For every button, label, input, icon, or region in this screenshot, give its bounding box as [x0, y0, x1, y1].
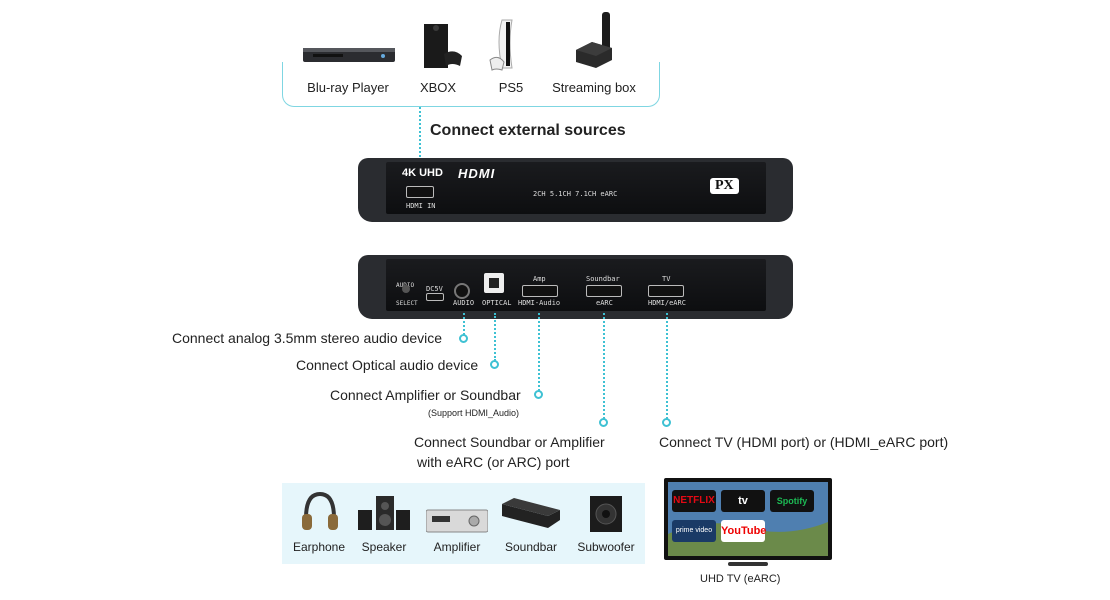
earphone-icon — [300, 490, 340, 534]
analog-connector-line — [463, 313, 465, 335]
source-label-bluray: Blu-ray Player — [307, 80, 389, 95]
amp-dot — [534, 390, 543, 399]
optical-callout: Connect Optical audio device — [296, 357, 479, 373]
earc-callout-line2: with eARC (or ARC) port — [417, 454, 570, 470]
optical-label: OPTICAL — [482, 299, 512, 307]
brand-logo: PX — [710, 178, 739, 194]
output-label-earphone: Earphone — [292, 540, 346, 554]
amp-connector-line — [538, 313, 540, 391]
source-label-streaming: Streaming box — [552, 80, 636, 95]
hdmi-logo: HDMI — [458, 166, 496, 181]
output-label-soundbar: Soundbar — [504, 540, 558, 554]
amp-callout-note: (Support HDMI_Audio) — [428, 408, 520, 418]
output-label-subwoofer: Subwoofer — [577, 540, 635, 554]
connect-sources-caption: Connect external sources — [430, 122, 626, 139]
analog-dot — [459, 334, 468, 343]
amp-hdmi-port[interactable] — [522, 285, 558, 297]
device-front-panel: 4K UHD HDMI 2CH 5.1CH 7.1CH eARC HDMI IN… — [358, 158, 793, 222]
tv-connector-line — [666, 313, 668, 419]
hdmi-in-port[interactable] — [406, 186, 434, 198]
streaming-box-icon — [574, 12, 624, 72]
tv-top-label: TV — [662, 275, 671, 283]
amplifier-icon — [425, 508, 489, 534]
optical-dot — [490, 360, 499, 369]
app-youtube: YouTube — [721, 520, 766, 542]
audio-jack[interactable] — [454, 283, 470, 299]
hdmi-in-label: HDMI IN — [406, 202, 436, 210]
audio-jack-label: AUDIO — [453, 299, 475, 307]
earc-dot — [599, 418, 608, 427]
speaker-icon — [356, 494, 412, 534]
uhd-badge: 4K UHD — [402, 167, 443, 179]
optical-port[interactable] — [484, 273, 504, 293]
ps5-console-icon — [488, 18, 528, 72]
amp-bottom-label: HDMI-Audio — [518, 299, 561, 307]
source-label-ps5: PS5 — [498, 80, 524, 95]
dc-label: DC5V — [426, 285, 443, 293]
xbox-console-icon — [420, 22, 466, 72]
source-label-xbox: XBOX — [419, 80, 457, 95]
amp-top-label: Amp — [533, 275, 546, 283]
source-connector-line — [419, 107, 421, 189]
tv-bottom-label: HDMI/eARC — [648, 299, 686, 307]
app-apple-tv: tv — [721, 490, 765, 512]
blu-ray-player-icon — [303, 44, 395, 66]
earc-connector-line — [603, 313, 605, 419]
analog-callout: Connect analog 3.5mm stereo audio device — [172, 330, 443, 346]
subwoofer-icon — [588, 494, 624, 534]
audio-select-button[interactable] — [402, 285, 410, 293]
earc-callout-line1: Connect Soundbar or Amplifier — [414, 434, 605, 450]
tv-caption: UHD TV (eARC) — [700, 573, 781, 585]
optical-connector-line — [494, 313, 496, 361]
app-netflix: NETFLIX — [672, 490, 716, 512]
device-back-panel: AUDIO SELECT DC5V AUDIO OPTICAL Amp HDMI… — [358, 255, 793, 319]
amp-callout: Connect Amplifier or Soundbar — [330, 387, 521, 403]
soundbar-hdmi-port[interactable] — [586, 285, 622, 297]
tv-dot — [662, 418, 671, 427]
dc-port[interactable] — [426, 293, 444, 301]
app-prime-video: prime video — [672, 520, 716, 542]
soundbar-bottom-label: eARC — [596, 299, 613, 307]
output-label-speaker: Speaker — [361, 540, 407, 554]
audio-select-label: AUDIO SELECT — [396, 282, 418, 307]
soundbar-top-label: Soundbar — [586, 275, 620, 283]
output-label-amplifier: Amplifier — [433, 540, 481, 554]
app-spotify: Spotify — [770, 490, 814, 512]
mode-indicators: 2CH 5.1CH 7.1CH eARC — [533, 190, 618, 198]
tv-hdmi-port[interactable] — [648, 285, 684, 297]
tv-callout: Connect TV (HDMI port) or (HDMI_eARC por… — [659, 434, 949, 450]
soundbar-icon — [500, 494, 562, 534]
sources-bracket — [282, 62, 660, 107]
